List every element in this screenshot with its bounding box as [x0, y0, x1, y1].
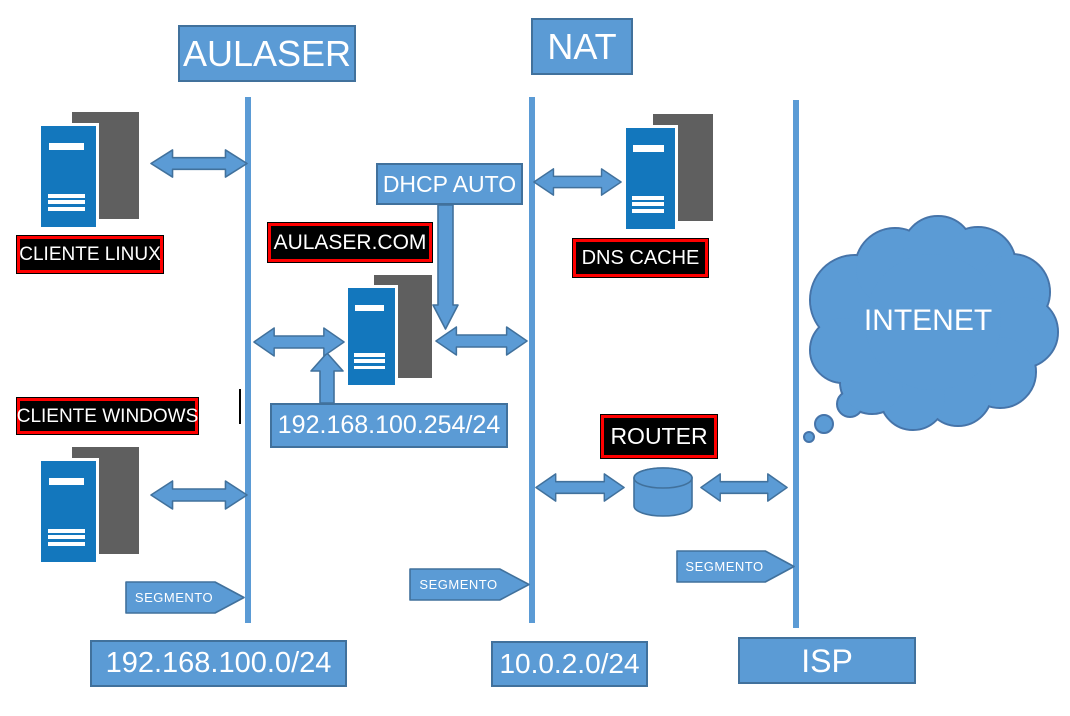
down-arrow-dhcp — [432, 205, 459, 330]
double-arrow-router-isp — [700, 473, 788, 502]
tower-front — [38, 457, 100, 565]
annotation-server-ip: 192.168.100.254/24 — [270, 403, 508, 448]
double-arrow-windows-lan — [150, 480, 248, 510]
segment-tag-nat: SEGMENTO — [409, 568, 530, 601]
server-icon-aulaser-com — [345, 275, 433, 388]
double-arrow-linux-lan — [150, 149, 248, 178]
node-label-dns-cache: DNS CACHE — [572, 238, 709, 278]
segment-line-nat — [529, 97, 535, 623]
node-label-aulaser-com: AULASER.COM — [267, 222, 433, 263]
cloud-label: INTENET — [864, 304, 992, 337]
double-arrow-lan-server — [253, 327, 345, 357]
text-cursor-artifact — [239, 389, 241, 424]
double-arrow-nat-dns — [533, 168, 622, 196]
server-icon-dns-cache — [623, 114, 714, 232]
signpost-arrow-icon — [409, 568, 530, 601]
internet-cloud-icon: INTENET — [803, 215, 1059, 443]
subnet-label-isp: ISP — [738, 637, 916, 684]
node-label-cliente-windows: CLIENTE WINDOWS — [16, 397, 199, 435]
node-label-cliente-linux: CLIENTE LINUX — [16, 235, 164, 274]
annotation-dhcp-auto: DHCP AUTO — [376, 163, 523, 205]
computer-icon-cliente-linux — [38, 112, 140, 230]
signpost-arrow-icon — [676, 550, 795, 583]
computer-icon-cliente-windows — [38, 447, 140, 565]
segment-tag-lan: SEGMENTO — [125, 581, 245, 614]
segment-line-isp — [793, 100, 799, 628]
up-arrow-server-ip — [310, 352, 344, 404]
double-arrow-server-nat — [435, 326, 528, 356]
segment-line-lan — [245, 97, 251, 623]
tower-front — [623, 124, 678, 232]
zone-label-aulaser: AULASER — [178, 25, 356, 82]
node-label-router: ROUTER — [600, 414, 718, 459]
signpost-arrow-icon — [125, 581, 245, 614]
subnet-label-lan: 192.168.100.0/24 — [90, 640, 347, 687]
tower-front — [345, 285, 398, 388]
router-cylinder-icon — [633, 467, 693, 517]
tower-front — [38, 122, 100, 230]
double-arrow-nat-router — [535, 473, 625, 502]
zone-label-nat: NAT — [531, 18, 633, 75]
segment-tag-isp: SEGMENTO — [676, 550, 795, 583]
subnet-label-nat: 10.0.2.0/24 — [491, 641, 648, 687]
